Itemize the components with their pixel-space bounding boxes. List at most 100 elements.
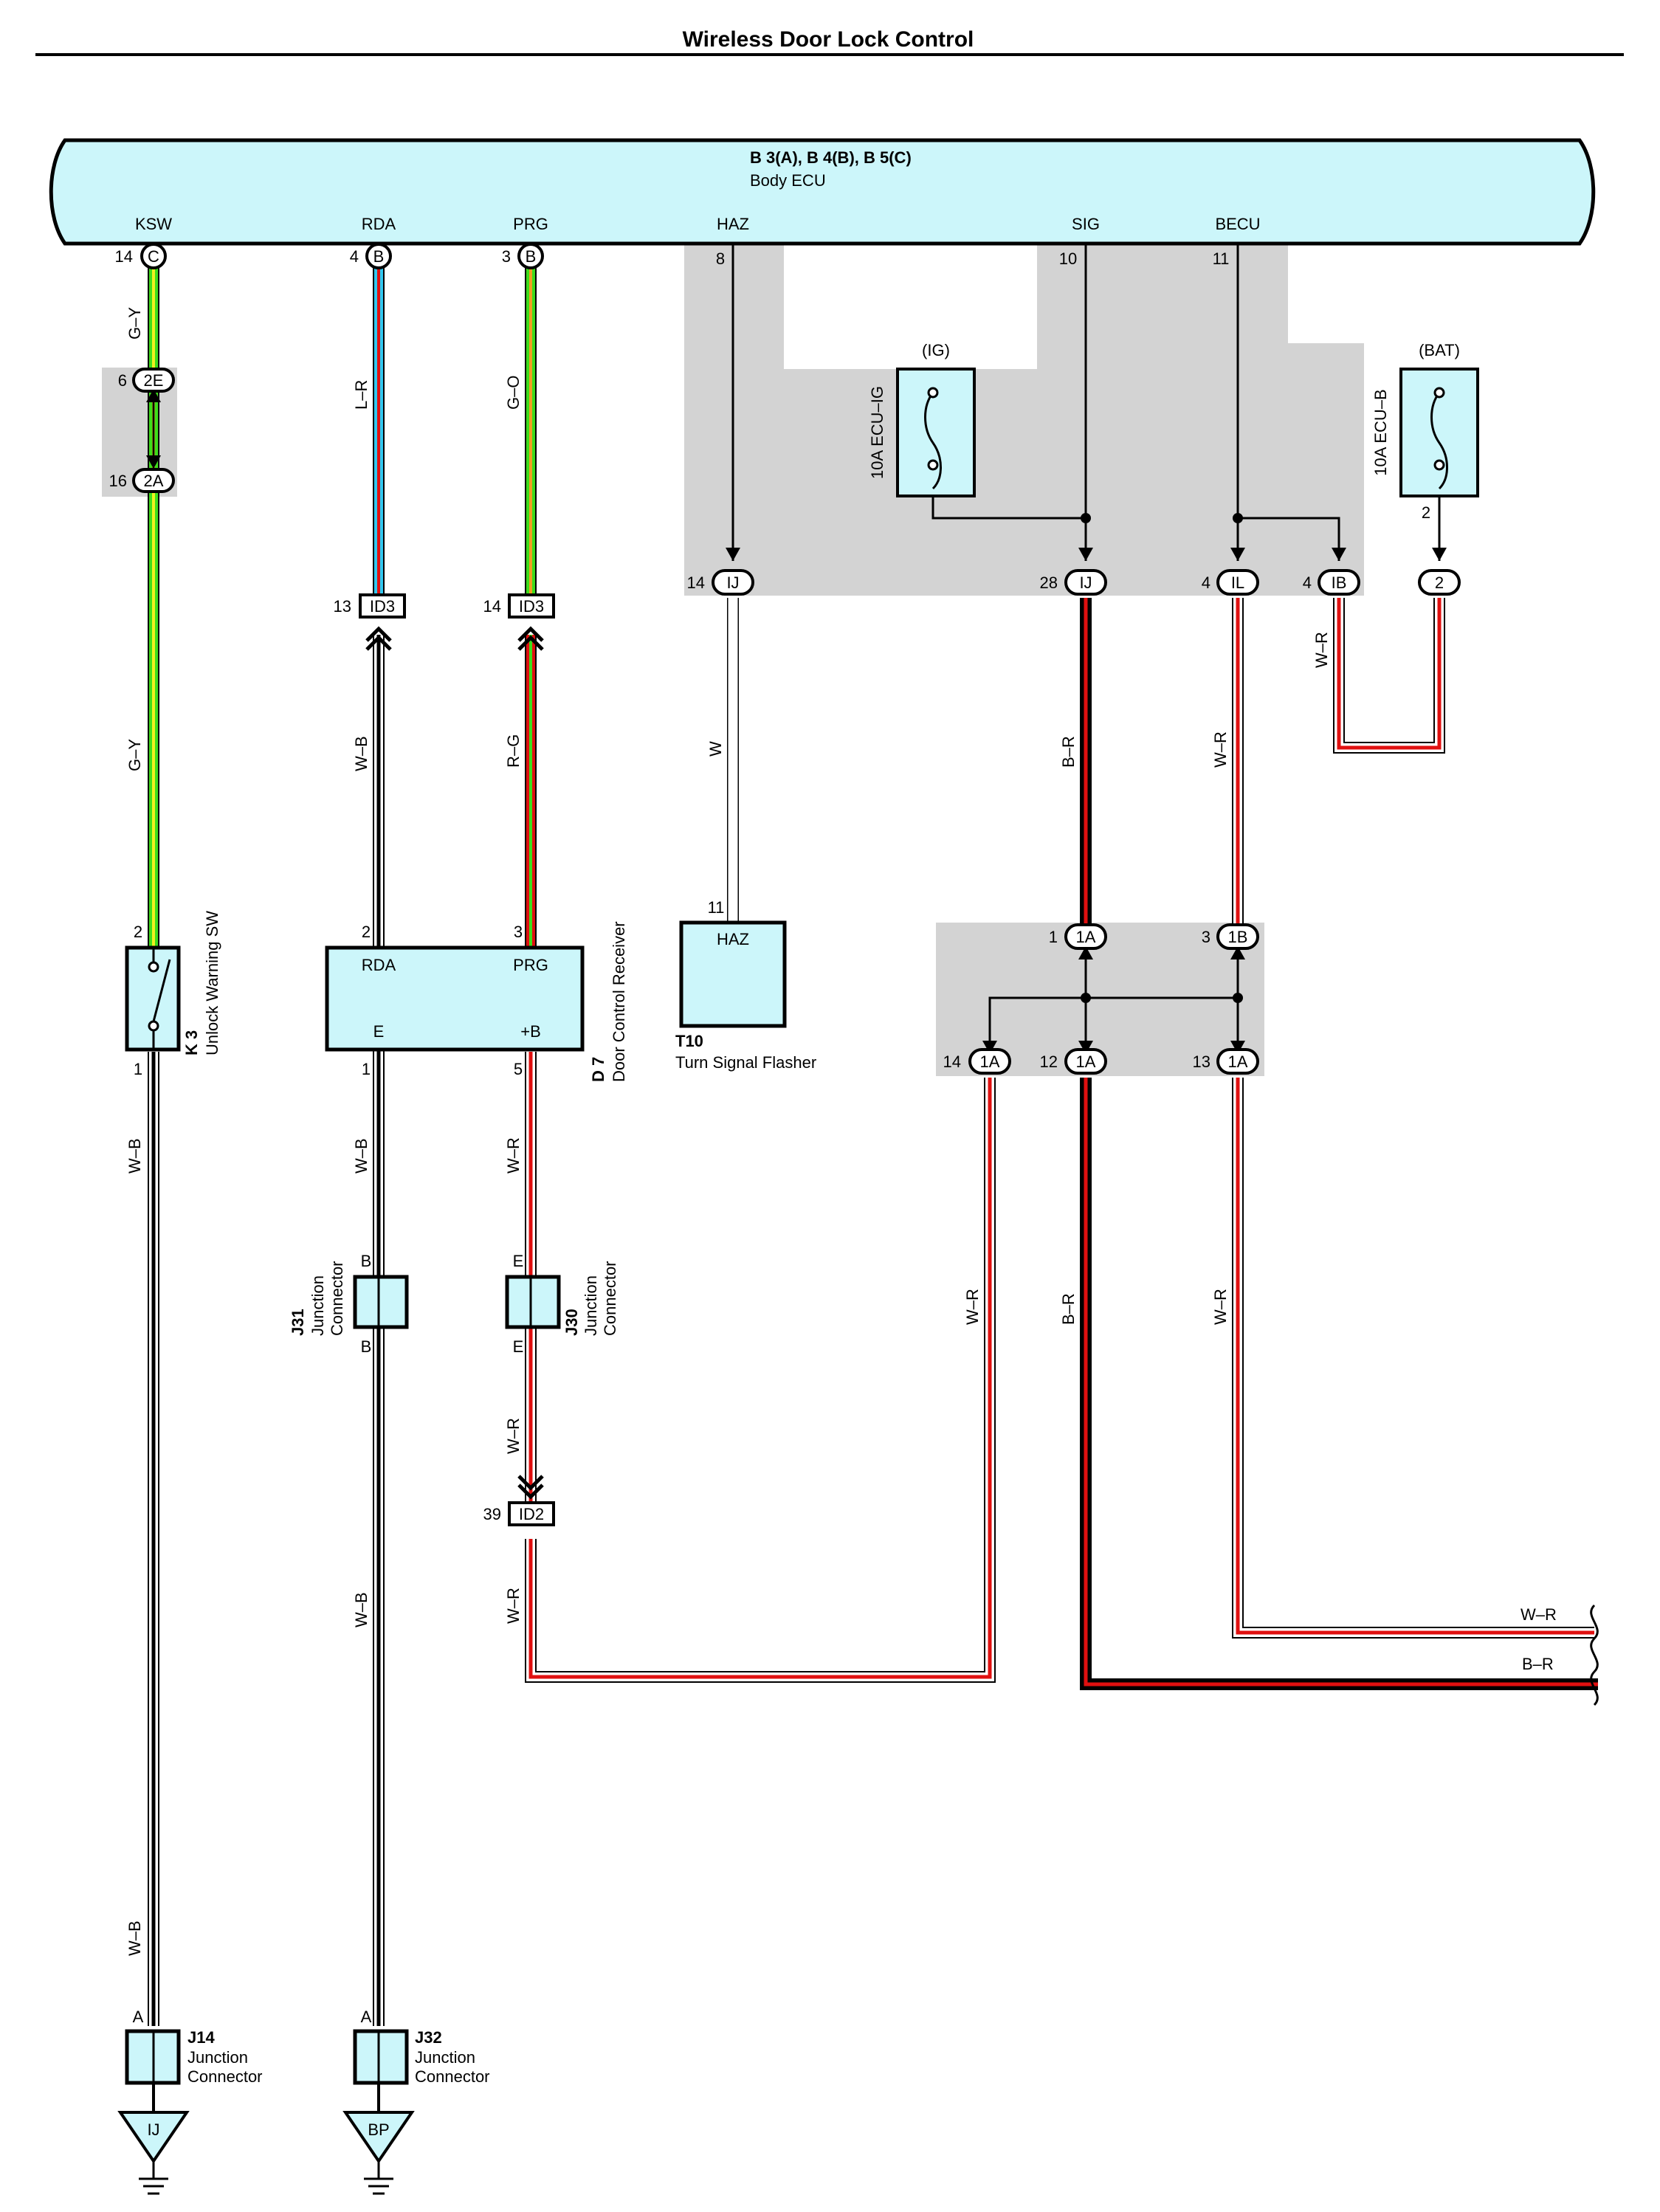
pin-rda-num: 4 [350,247,359,266]
label-wr-ib: W–R [1312,632,1331,668]
label-wr-id2: W–R [504,1588,523,1624]
fuse-ecu-b-source: (BAT) [1419,341,1460,359]
label-wb-d7: W–B [352,1138,371,1174]
body-ecu-box [49,138,1596,246]
svg-text:2: 2 [134,923,142,941]
svg-text:16: 16 [109,472,127,490]
chevron-id3-13 [365,626,392,651]
connector-il-4 [1216,569,1259,596]
svg-text:1A: 1A [1076,1052,1096,1071]
svg-text:1: 1 [362,1060,371,1078]
pin-sig-num: 10 [1059,249,1077,268]
connector-bat-2 [1418,569,1461,596]
pin-haz-num: 8 [716,249,725,268]
svg-text:2A: 2A [144,472,164,490]
svg-text:HAZ: HAZ [717,930,749,948]
oval-connectors: 2E 6 2A 16 IJ 14 IJ 28 IL 4 IB 4 2 1A 1 … [109,368,1461,1075]
label-wr-1a14: W–R [963,1289,982,1325]
svg-text:6: 6 [118,371,127,390]
connector-1a-12 [1064,1048,1107,1075]
svg-text:Connector: Connector [601,1261,619,1336]
svg-text:5: 5 [514,1060,523,1078]
fuse-ecu-ig: (IG) 10A ECU–IG [868,341,976,497]
svg-text:E: E [513,1337,524,1356]
connector-2a-oval [132,468,175,493]
svg-text:1A: 1A [1076,928,1096,946]
svg-text:RDA: RDA [362,956,396,974]
svg-text:Junction: Junction [415,2048,475,2067]
rect-connectors: ID3 13 ID3 14 ID2 39 [334,593,555,1526]
connector-2e-oval [132,368,175,393]
connector-1a-1 [1064,923,1107,950]
label-lr: L–R [352,380,371,410]
svg-text:3: 3 [1202,928,1210,946]
svg-text:1: 1 [134,1060,142,1078]
svg-text:PRG: PRG [513,956,548,974]
fuse-ecu-b-element [1430,392,1448,490]
d7-name: Door Control Receiver [610,921,628,1082]
svg-text:BP: BP [368,2120,389,2139]
connector-1a-13 [1216,1048,1259,1075]
label-wb-k3: W–B [125,1138,144,1174]
wire-wr-d7-1a [525,1052,996,1683]
pin-ksw-circle [140,243,167,269]
svg-text:13: 13 [1193,1052,1210,1071]
wire-wr-becu [1232,598,1594,1639]
wire-break-marks [1590,1604,1599,1706]
svg-text:A: A [133,2008,144,2026]
svg-text:IB: IB [1332,573,1347,592]
svg-text:3: 3 [514,923,523,941]
pin-rda-conn: B [373,247,385,266]
chevron-id3-14 [517,626,544,651]
label-wr-becu-1: W–R [1211,731,1230,768]
svg-text:Junction: Junction [309,1275,327,1336]
connector-1a-14 [968,1048,1011,1075]
pin-ksw-conn: C [148,247,159,266]
svg-text:2: 2 [362,923,371,941]
svg-text:1A: 1A [1228,1052,1248,1071]
ground-ij: IJ [117,2083,190,2195]
component-d7: RDA PRG E +B 2 3 1 5 D 7 Door Control Re… [325,921,628,1082]
svg-text:E: E [513,1252,524,1270]
svg-text:13: 13 [334,597,351,616]
d7-code: D 7 [589,1057,607,1082]
pin-prg-num: 3 [502,247,511,266]
connector-id2-39 [508,1501,555,1526]
svg-text:ID3: ID3 [519,597,544,616]
connector-ij-28 [1064,569,1107,596]
pin-becu-num: 11 [1213,249,1230,268]
label-br-1: B–R [1059,736,1078,768]
pin-prg-conn: B [526,247,537,266]
ecu-fuse-shade [684,241,1364,596]
terminal-haz: HAZ [717,215,749,233]
label-go: G–O [504,376,523,410]
svg-text:J14: J14 [187,2028,215,2047]
page-title: Wireless Door Lock Control [683,27,974,52]
svg-text:IJ: IJ [147,2120,159,2139]
pin-ksw-num: 14 [115,247,133,266]
junction-dots [1081,513,1243,1003]
svg-text:Junction: Junction [582,1275,600,1336]
svg-text:A: A [361,2008,372,2026]
svg-text:J32: J32 [415,2028,442,2047]
label-gy-2: G–Y [125,739,144,771]
k3-switch-blade [152,959,171,1022]
svg-text:28: 28 [1040,573,1058,592]
d7-box [325,945,585,1052]
k3-name: Unlock Warning SW [203,911,221,1055]
t10-code: T10 [675,1032,703,1050]
fuse-ecu-ig-element [924,392,942,490]
svg-text:+B: +B [520,1022,541,1041]
chevron-id2-39 [517,1475,544,1500]
fuse-ecu-ig-name: 10A ECU–IG [868,386,886,479]
fuse-ecu-b-name: 10A ECU–B [1371,389,1390,475]
t10-box [679,920,787,1028]
svg-text:B: B [361,1252,372,1270]
label-rg: R–G [504,734,523,768]
connector-id3-13 [359,593,406,619]
svg-text:1A: 1A [980,1052,1000,1071]
svg-text:4: 4 [1303,573,1312,592]
svg-text:11: 11 [708,898,725,917]
svg-text:Connector: Connector [187,2067,263,2086]
